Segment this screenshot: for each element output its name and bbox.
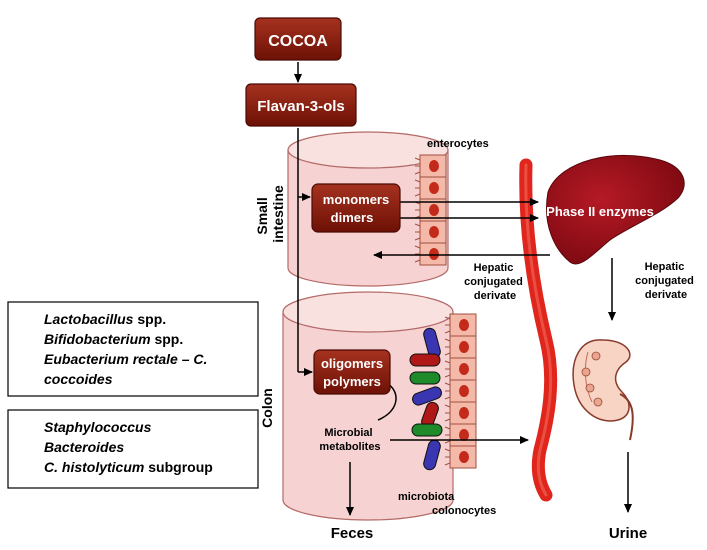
increase-box: Lactobacillus spp. Bifidobacterium spp. …	[7, 301, 259, 397]
urine-label: Urine	[609, 525, 647, 542]
polymers-label: polymers	[323, 374, 381, 389]
colonocyte-cells	[444, 313, 477, 469]
microbiota-label: microbiota	[398, 491, 455, 503]
microbial-line2: metabolites	[319, 441, 380, 453]
subgroup-text: subgroup	[144, 459, 212, 475]
bifidobacterium-spp: spp.	[151, 331, 184, 347]
oligomers-label: oligomers	[321, 356, 383, 371]
enterocyte-cells	[414, 154, 447, 266]
intestine-label: intestine	[270, 185, 286, 243]
histolyticum-text: C. histolyticum	[44, 459, 144, 475]
monomers-label: monomers	[323, 192, 389, 207]
lactobacillus-spp: spp.	[133, 311, 166, 327]
phase2-label: Phase II enzymes	[546, 204, 654, 219]
hepatic-right-label: Hepatic conjugated derivate	[635, 261, 697, 301]
lactobacillus-text: Lactobacillus	[44, 311, 134, 327]
bacteroides-text: Bacteroides	[44, 439, 124, 455]
hepatic-right-line3: derivate	[645, 289, 687, 301]
colon-label: Colon	[259, 388, 275, 428]
hepatic-right-line1: Hepatic	[645, 261, 685, 273]
staphylococcus-text: Staphylococcus	[44, 419, 152, 435]
feces-label: Feces	[331, 525, 374, 542]
oligomers-node: oligomers polymers	[313, 349, 391, 395]
small-intestine-label: Small intestine	[254, 185, 286, 243]
kidney-icon	[572, 339, 634, 441]
cocoa-label: COCOA	[268, 33, 328, 50]
svg-text:Lactobacillus spp.: Lactobacillus spp.	[44, 311, 166, 327]
svg-text:Bifidobacterium spp.: Bifidobacterium spp.	[44, 331, 183, 347]
hepatic-mid-line1: Hepatic	[474, 262, 514, 274]
flavanols-node: Flavan-3-ols	[245, 83, 357, 127]
microbial-line1: Microbial	[324, 427, 372, 439]
coccoides-text: coccoides	[44, 371, 113, 387]
hepatic-mid-label: Hepatic conjugated derivate	[464, 262, 526, 302]
hepatic-mid-line3: derivate	[474, 290, 516, 302]
colonocytes-label: colonocytes	[432, 505, 496, 517]
hepatic-right-line2: conjugated	[635, 275, 694, 287]
microbial-metabolites-label: Microbial metabolites	[319, 427, 380, 453]
dimers-label: dimers	[331, 210, 374, 225]
decrease-box: Staphylococcus Bacteroides C. histolytic…	[7, 409, 259, 489]
eubacterium-text: Eubacterium rectale – C.	[44, 351, 207, 367]
svg-text:C. histolyticum subgroup: C. histolyticum subgroup	[44, 459, 213, 475]
liver-shape	[546, 154, 685, 265]
bifidobacterium-text: Bifidobacterium	[44, 331, 151, 347]
cocoa-node: COCOA	[254, 17, 342, 61]
small-label: Small	[254, 197, 270, 234]
monomers-node: monomers dimers	[311, 183, 401, 233]
flavanols-label: Flavan-3-ols	[257, 98, 345, 115]
microbiota-bacteria	[409, 327, 443, 471]
hepatic-mid-line2: conjugated	[464, 276, 523, 288]
enterocytes-label: enterocytes	[427, 138, 489, 150]
